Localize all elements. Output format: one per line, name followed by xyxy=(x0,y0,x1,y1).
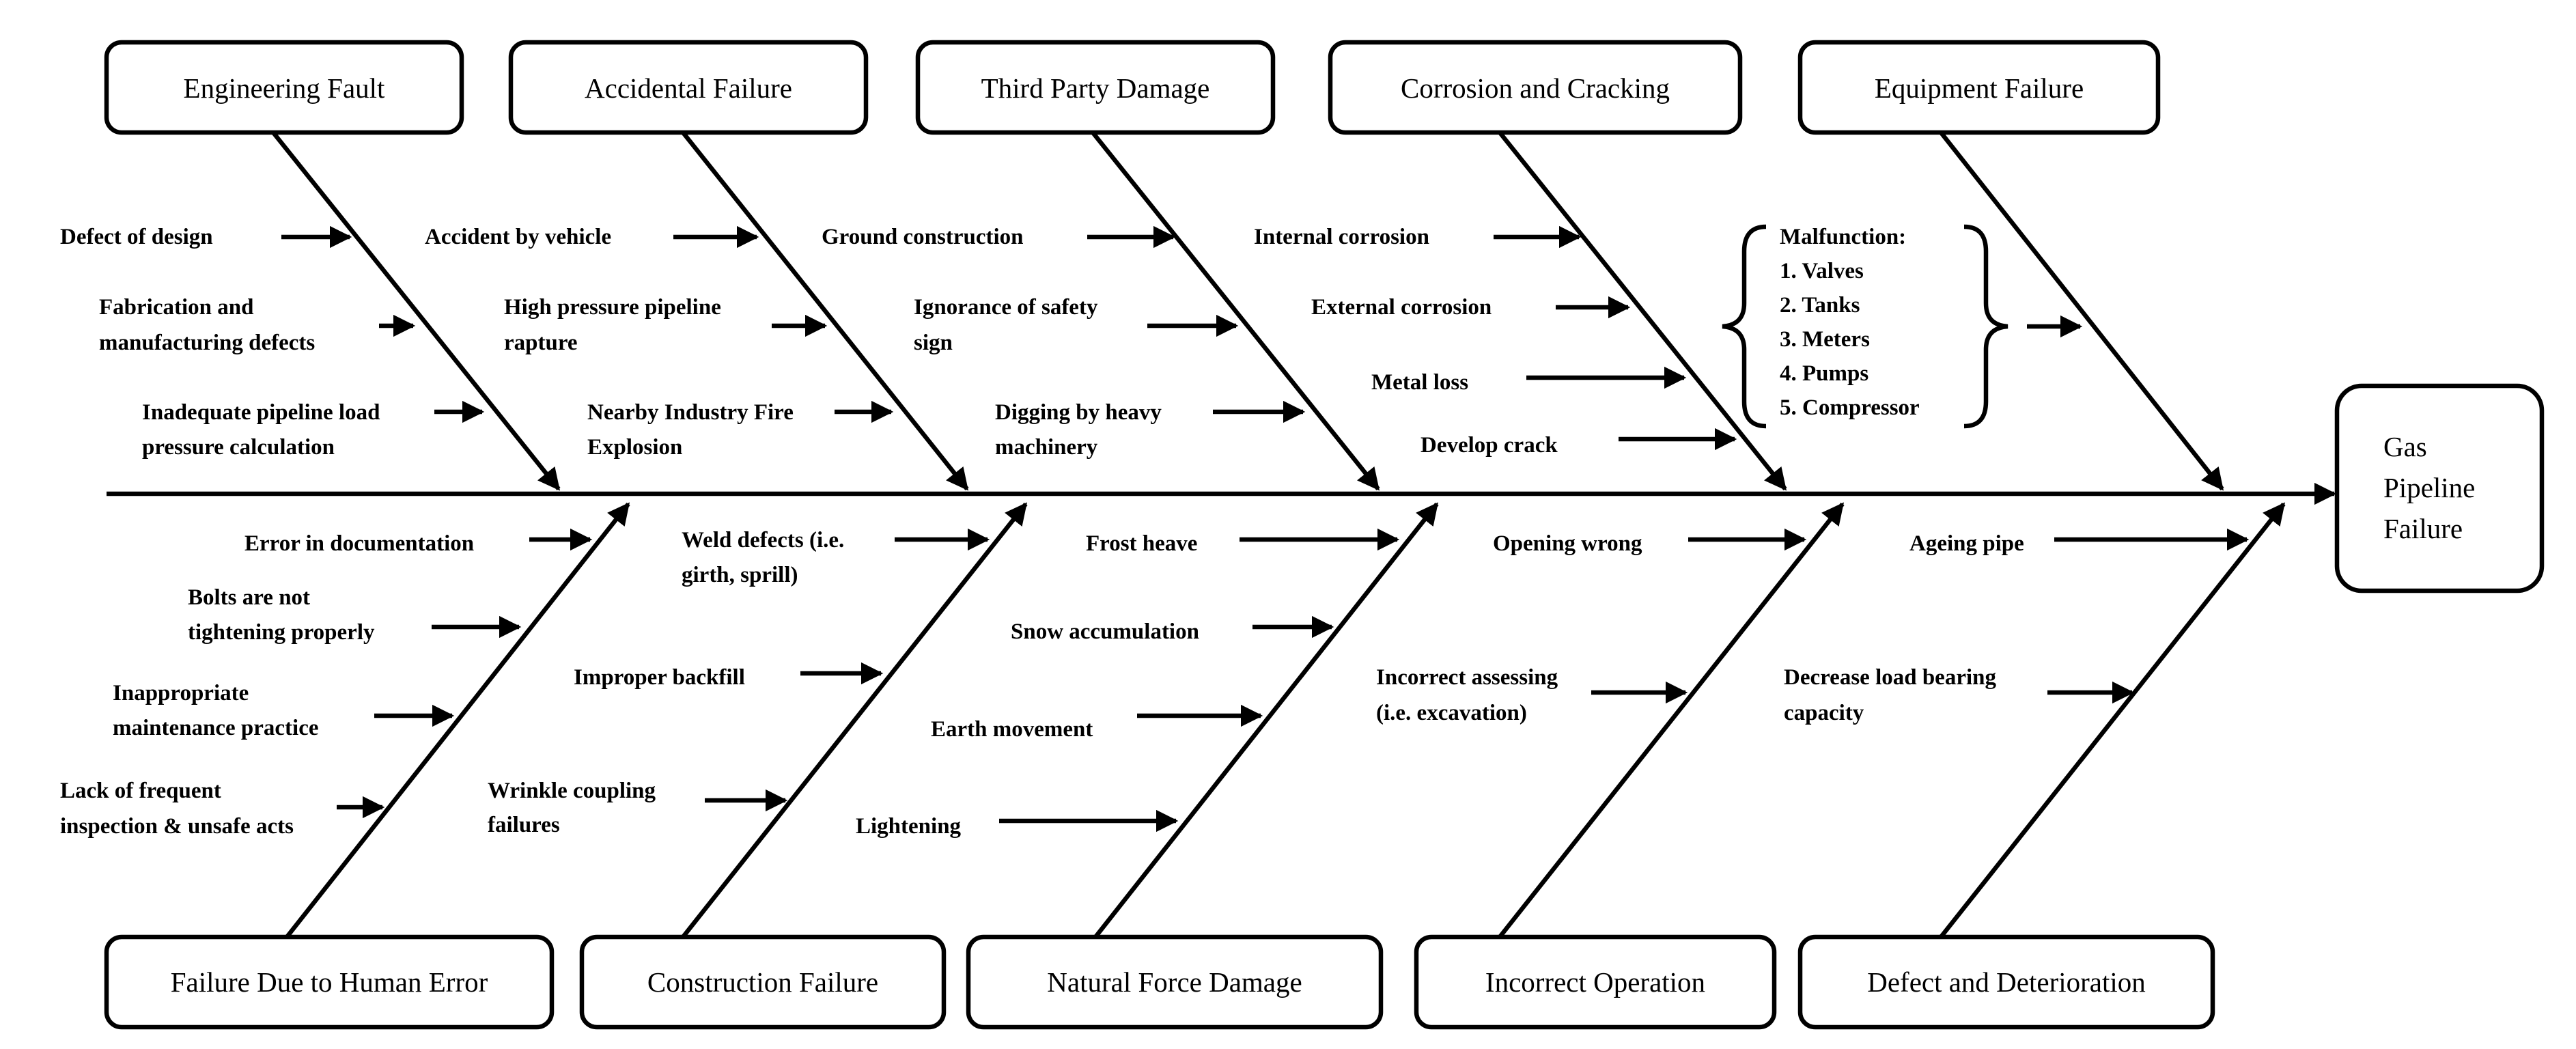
category-bone xyxy=(285,502,630,939)
category-label: Engineering Fault xyxy=(184,72,386,104)
left-brace xyxy=(1722,224,1767,429)
category-label: Accidental Failure xyxy=(585,72,792,104)
category-bone xyxy=(1939,130,2224,491)
category-box xyxy=(1797,934,2215,1030)
cause-label: Error in documentation xyxy=(244,531,474,556)
category-incorrect-operation: Incorrect Operation Opening wrong Incorr… xyxy=(1376,502,1845,1030)
category-label: Equipment Failure xyxy=(1875,72,2084,104)
category-equipment-failure: Equipment Failure Malfunction: 1. Valves… xyxy=(1722,40,2224,491)
category-label: Incorrect Operation xyxy=(1485,966,1705,998)
category-box xyxy=(579,934,947,1030)
category-box xyxy=(104,934,555,1030)
cause-label: Ground construction xyxy=(822,225,1024,249)
category-box xyxy=(1414,934,1777,1030)
category-bone xyxy=(1498,502,1845,939)
category-bone xyxy=(1091,130,1380,491)
category-defect-and-deterioration: Defect and Deterioration Ageing pipe Dec… xyxy=(1784,502,2286,1030)
cause-label: Accident by vehicle xyxy=(425,225,611,249)
cause-label: Ageing pipe xyxy=(1909,531,2024,556)
category-label: Third Party Damage xyxy=(981,72,1210,104)
category-label: Corrosion and Cracking xyxy=(1401,72,1670,104)
category-label: Failure Due to Human Error xyxy=(171,966,488,998)
category-bone xyxy=(681,502,1028,939)
category-bone xyxy=(1498,130,1787,491)
cause-label: Malfunction: 1. Valves 2. Tanks 3. Meter… xyxy=(1780,225,1920,420)
category-label: Construction Failure xyxy=(647,966,878,998)
cause-label: External corrosion xyxy=(1311,295,1492,320)
category-failure-due-to-human-error: Failure Due to Human Error Error in docu… xyxy=(60,502,630,1030)
category-third-party-damage: Third Party Damage Ground construction I… xyxy=(822,40,1380,491)
category-corrosion-and-cracking: Corrosion and Cracking Internal corrosio… xyxy=(1254,40,1787,491)
category-box xyxy=(508,40,869,135)
cause-label: Opening wrong xyxy=(1493,531,1642,556)
cause-label: Lightening xyxy=(856,814,962,839)
category-box xyxy=(1328,40,1743,135)
cause-label: Frost heave xyxy=(1086,531,1197,556)
cause-label: Snow accumulation xyxy=(1011,619,1199,644)
category-bone xyxy=(1939,502,2286,939)
effect-box xyxy=(2334,383,2545,593)
category-natural-force-damage: Natural Force Damage Frost heave Snow ac… xyxy=(856,502,1439,1030)
right-brace xyxy=(1963,224,2008,429)
category-accidental-failure: Accidental Failure Accident by vehicle H… xyxy=(425,40,969,491)
category-box xyxy=(966,934,1384,1030)
cause-label: Metal loss xyxy=(1371,370,1468,395)
cause-label: Weld defects (i.e.girth, sprill) xyxy=(682,528,844,587)
effect-label-line: Pipeline xyxy=(2383,472,2475,503)
cause-label: Improper backfill xyxy=(574,665,745,690)
cause-label: Earth movement xyxy=(931,717,1093,742)
category-label: Defect and Deterioration xyxy=(1867,966,2146,998)
cause-label: Internal corrosion xyxy=(1254,225,1429,249)
effect-label-line: Failure xyxy=(2383,513,2463,544)
category-box xyxy=(1797,40,2161,135)
effect-label-line: Gas xyxy=(2383,431,2427,462)
category-construction-failure: Construction Failure Weld defects (i.e.g… xyxy=(488,502,1028,1030)
category-box xyxy=(104,40,464,135)
category-engineering-fault: Engineering Fault Defect of design Fabri… xyxy=(60,40,561,491)
cause-label: Defect of design xyxy=(60,225,213,249)
category-bone xyxy=(1093,502,1439,939)
category-bone xyxy=(681,130,969,491)
effect-label: Gas Pipeline Failure xyxy=(2383,431,2482,544)
category-bone xyxy=(271,130,561,491)
category-label: Natural Force Damage xyxy=(1047,966,1302,998)
cause-label: Develop crack xyxy=(1420,433,1558,458)
cause-label: Incorrect assessing(i.e. excavation) xyxy=(1376,665,1558,725)
